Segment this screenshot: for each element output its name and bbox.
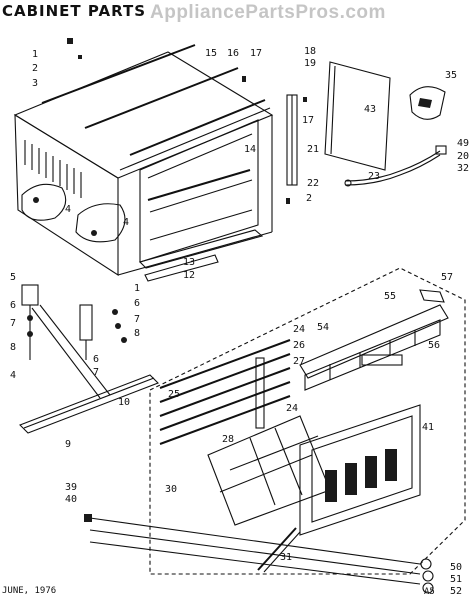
callout-43: 43 bbox=[364, 104, 376, 115]
screws-top bbox=[67, 38, 307, 204]
callout-19: 19 bbox=[304, 58, 316, 69]
callout-4a: 4 bbox=[65, 204, 71, 215]
callout-41: 41 bbox=[422, 422, 434, 433]
callout-7b: 7 bbox=[134, 314, 140, 325]
callout-labels: 1 2 3 15 16 17 18 19 35 43 17 14 21 22 2… bbox=[10, 46, 469, 597]
callout-21: 21 bbox=[307, 144, 319, 155]
callout-2b: 2 bbox=[306, 193, 312, 204]
drain-rod bbox=[257, 527, 301, 573]
callout-4b: 4 bbox=[123, 217, 129, 228]
callout-27: 27 bbox=[293, 356, 305, 367]
callout-14: 14 bbox=[244, 144, 256, 155]
vertical-strip bbox=[286, 94, 298, 186]
cabinet-shell bbox=[13, 44, 274, 282]
louver-set bbox=[159, 339, 291, 445]
callout-50: 50 bbox=[450, 562, 462, 573]
callout-49: 49 bbox=[457, 138, 469, 149]
callout-17b: 17 bbox=[302, 115, 314, 126]
callout-13: 13 bbox=[183, 257, 195, 268]
callout-18: 18 bbox=[304, 46, 316, 57]
callout-17: 17 bbox=[250, 48, 262, 59]
callout-8a: 8 bbox=[10, 342, 16, 353]
callout-1b: 1 bbox=[134, 283, 140, 294]
callout-10: 10 bbox=[118, 397, 130, 408]
mounting-hardware bbox=[84, 514, 434, 594]
callout-56: 56 bbox=[428, 340, 440, 351]
side-panel bbox=[324, 61, 391, 171]
callout-39: 39 bbox=[65, 482, 77, 493]
callout-30: 30 bbox=[165, 484, 177, 495]
callout-24: 24 bbox=[293, 324, 305, 335]
callout-6c: 6 bbox=[93, 354, 99, 365]
callout-15: 15 bbox=[205, 48, 217, 59]
callout-12: 12 bbox=[183, 270, 195, 281]
callout-32: 32 bbox=[457, 163, 469, 174]
callout-35: 35 bbox=[445, 70, 457, 81]
diagram-title: CABINET PARTS bbox=[2, 2, 147, 20]
callout-3: 3 bbox=[32, 78, 38, 89]
support-brackets bbox=[19, 284, 159, 434]
callout-26: 26 bbox=[293, 340, 305, 351]
callout-1: 1 bbox=[32, 49, 38, 60]
callout-23: 23 bbox=[368, 171, 380, 182]
callout-7a: 7 bbox=[10, 318, 16, 329]
callout-5: 5 bbox=[10, 272, 16, 283]
front-assembly-box bbox=[149, 267, 466, 575]
callout-2: 2 bbox=[32, 63, 38, 74]
callout-20: 20 bbox=[457, 151, 469, 162]
callout-6b: 6 bbox=[134, 298, 140, 309]
callout-57: 57 bbox=[441, 272, 453, 283]
callout-54: 54 bbox=[317, 322, 329, 333]
callout-28: 28 bbox=[222, 434, 234, 445]
callout-7c: 7 bbox=[93, 367, 99, 378]
callout-4c: 4 bbox=[10, 370, 16, 381]
power-cord bbox=[344, 145, 447, 187]
control-panel bbox=[299, 289, 449, 391]
callout-40: 40 bbox=[65, 494, 77, 505]
front-grille bbox=[299, 404, 421, 536]
page-number: A5 bbox=[424, 587, 435, 597]
callout-52: 52 bbox=[450, 586, 462, 597]
callout-16: 16 bbox=[227, 48, 239, 59]
callout-31: 31 bbox=[280, 552, 292, 563]
callout-24b: 24 bbox=[286, 403, 298, 414]
callout-55: 55 bbox=[384, 291, 396, 302]
callout-51: 51 bbox=[450, 574, 462, 585]
callout-8b: 8 bbox=[134, 328, 140, 339]
callout-9: 9 bbox=[65, 439, 71, 450]
callout-6a: 6 bbox=[10, 300, 16, 311]
callout-25: 25 bbox=[168, 389, 180, 400]
revision-date: JUNE, 1976 bbox=[2, 586, 57, 596]
watermark: AppliancePartsPros.com bbox=[150, 2, 386, 23]
control-knob-plate bbox=[409, 86, 446, 120]
callout-22: 22 bbox=[307, 178, 319, 189]
